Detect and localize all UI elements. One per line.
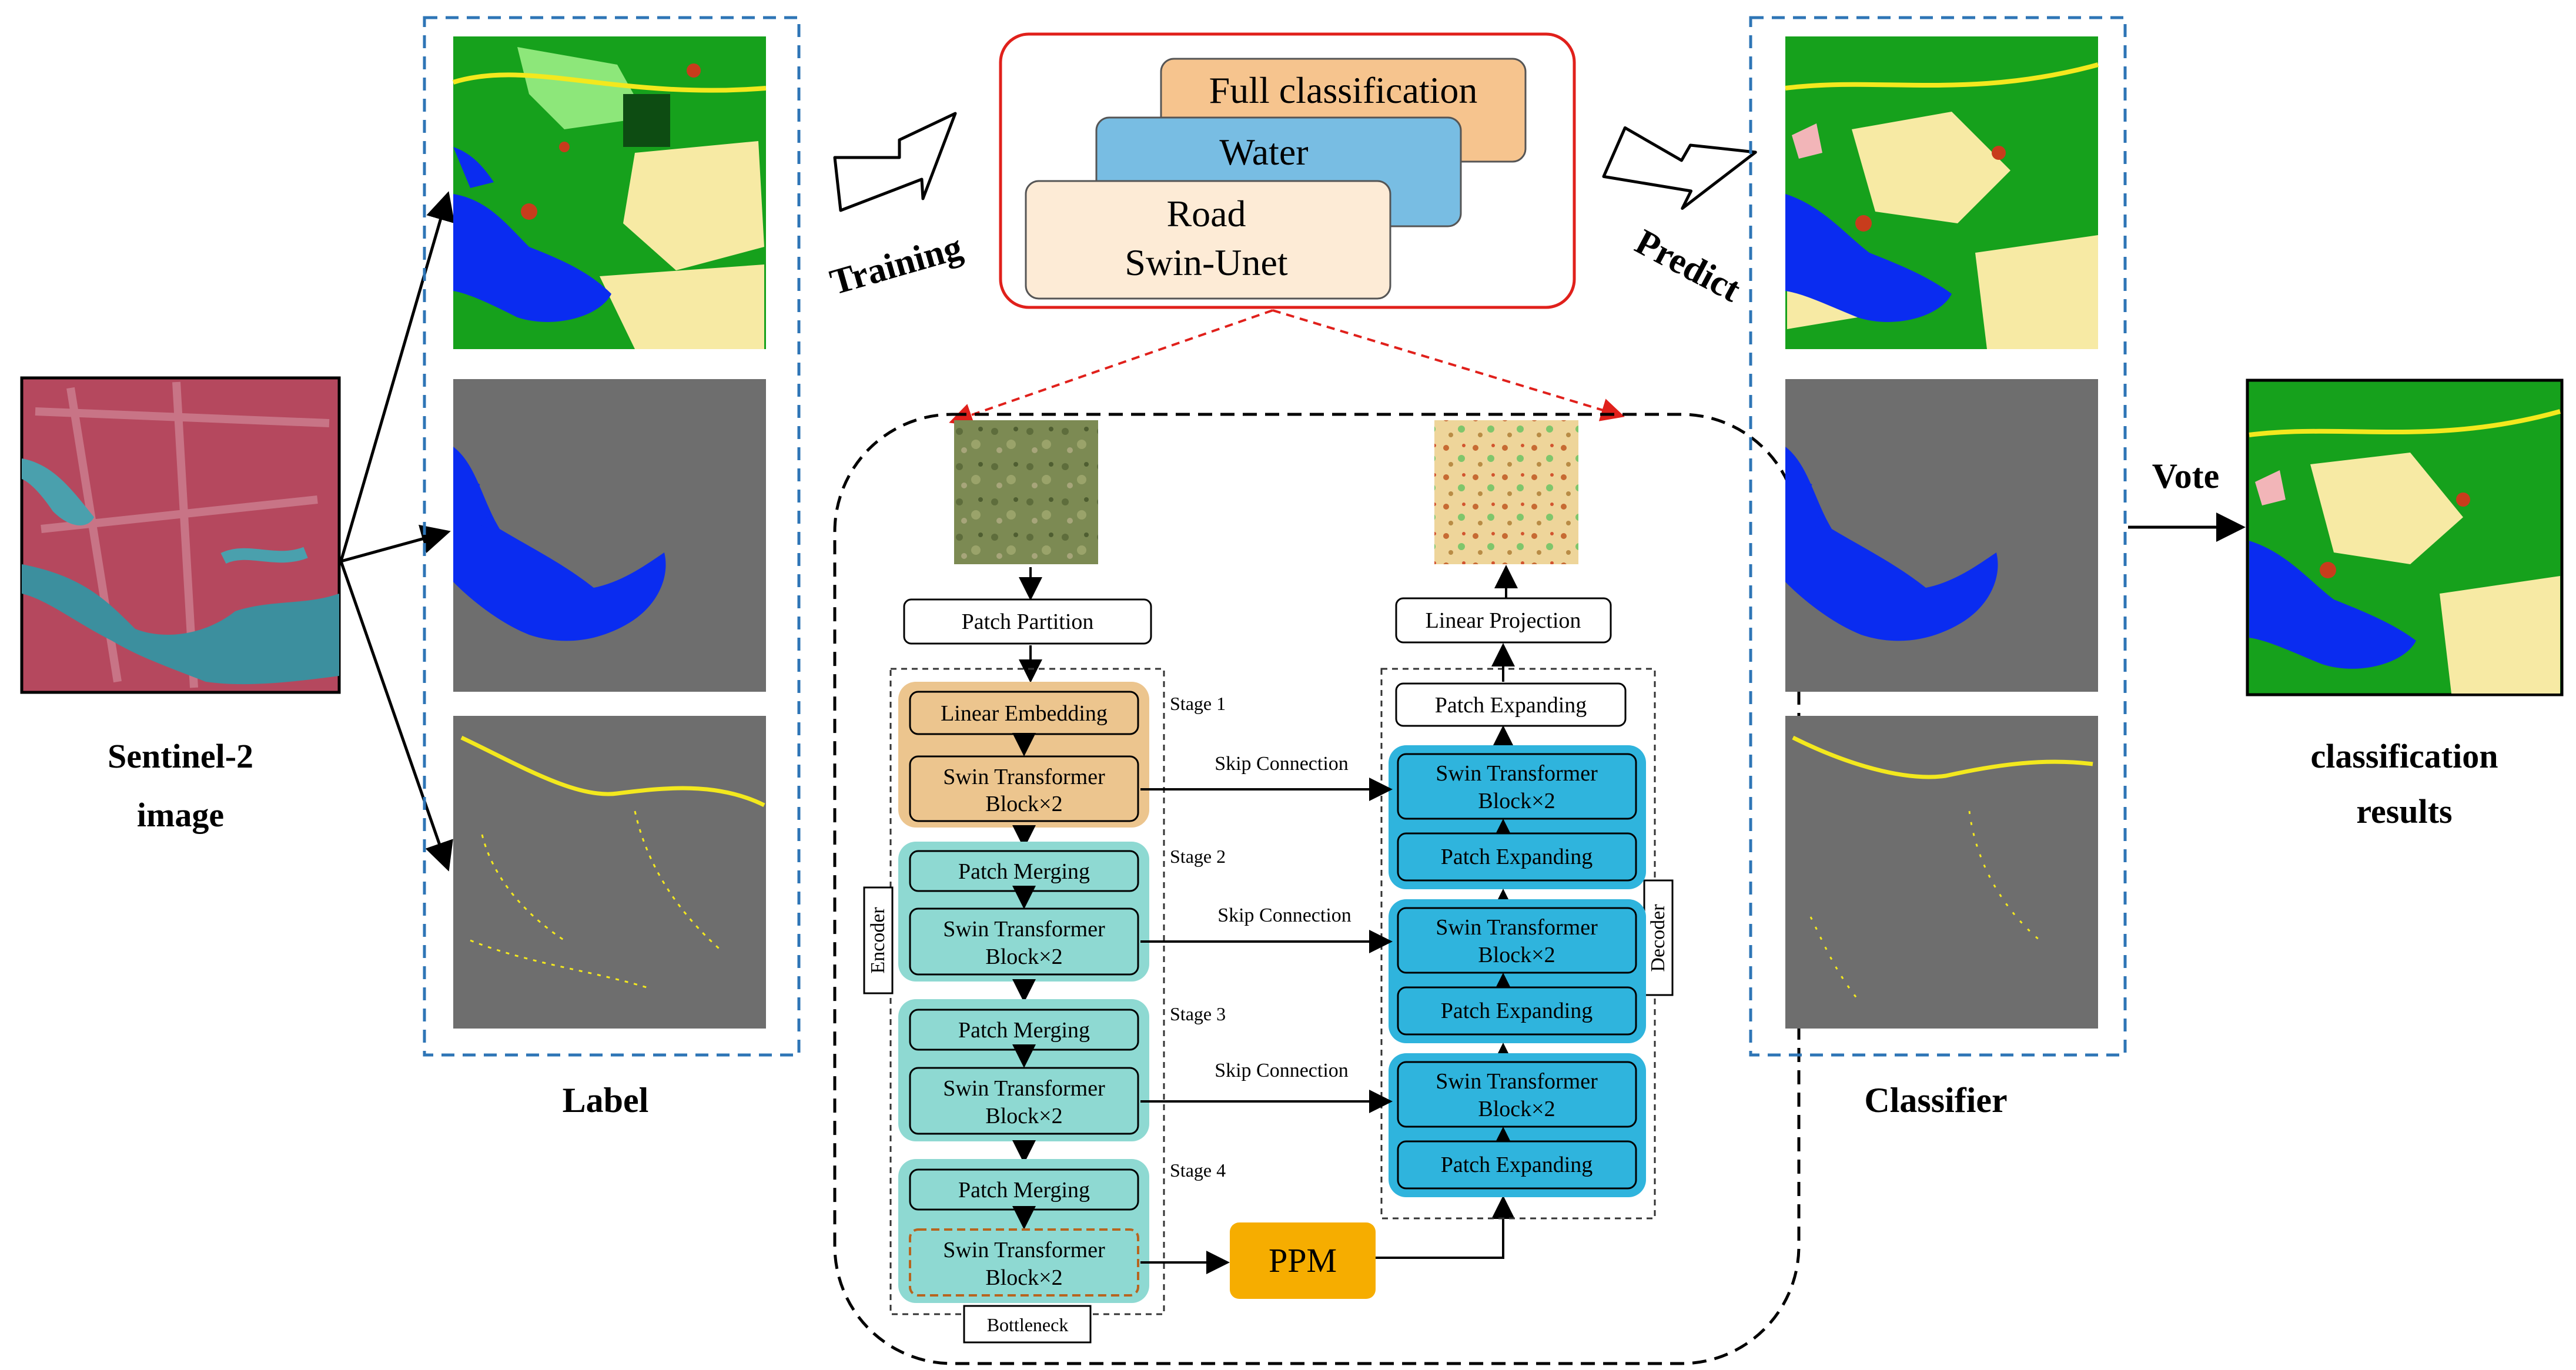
card-swinunet-label: Swin-Unet — [1125, 242, 1288, 283]
skip-connection-3-label: Skip Connection — [1215, 1060, 1349, 1081]
output-caption-line1: classification — [2311, 737, 2498, 775]
card-full-label: Full classification — [1209, 69, 1478, 111]
decoder-tag — [1643, 879, 1674, 996]
stage1-swin-line2: Block×2 — [985, 792, 1062, 816]
decoder2-swin-line1: Swin Transformer — [1436, 915, 1598, 940]
decoder3-swin-line1: Swin Transformer — [1436, 1069, 1598, 1094]
classifier-full-classification-map — [1785, 36, 2099, 349]
bottleneck-swin-box — [909, 1228, 1139, 1297]
stage3-swin-line2: Block×2 — [985, 1104, 1062, 1128]
decoder1-expanding-box — [1397, 832, 1637, 882]
bottleneck-swin-line1: Swin Transformer — [943, 1238, 1105, 1262]
classifier-water-map — [1785, 379, 2098, 692]
patch-partition-box — [903, 598, 1152, 645]
decoder1-swin-line2: Block×2 — [1478, 789, 1555, 813]
classifier-caption: Classifier — [1864, 1081, 2007, 1120]
stage4-label: Stage 4 — [1170, 1160, 1226, 1181]
decoder2-expanding-box — [1397, 986, 1637, 1036]
encoder-label: Encoder — [867, 907, 889, 974]
top-expanding-label: Patch Expanding — [1435, 693, 1587, 718]
stage1-swin-box — [909, 755, 1139, 822]
network-frame — [833, 413, 1801, 1365]
input-caption-line2: image — [137, 796, 224, 834]
arrow-to-full-label — [339, 191, 455, 562]
input-patch-image — [954, 420, 1098, 564]
stage1-swin-line1: Swin Transformer — [943, 765, 1105, 789]
stage3-swin-box — [909, 1067, 1139, 1135]
skip-connection-2-label: Skip Connection — [1217, 905, 1351, 926]
decoder-label: Decoder — [1647, 904, 1669, 972]
decoder1-swin-box — [1397, 753, 1637, 820]
bottleneck-swin-line2: Block×2 — [985, 1265, 1062, 1290]
bottleneck-label: Bottleneck — [987, 1314, 1069, 1335]
patch-partition-label: Patch Partition — [962, 609, 1094, 634]
skip-connection-1-label: Skip Connection — [1215, 753, 1349, 775]
decoder1-expanding-label: Patch Expanding — [1441, 845, 1593, 869]
stage3-label: Stage 3 — [1170, 1003, 1226, 1024]
sentinel-image — [20, 376, 341, 694]
stage3-swin-line1: Swin Transformer — [943, 1076, 1105, 1101]
label-caption: Label — [563, 1081, 649, 1120]
stage2-swin-line2: Block×2 — [985, 944, 1062, 969]
decoder2-swin-line2: Block×2 — [1478, 943, 1555, 967]
decoder2-swin-box — [1397, 907, 1637, 974]
vote-label: Vote — [2152, 457, 2219, 495]
stage1-label: Stage 1 — [1170, 693, 1226, 714]
stage2-label: Stage 2 — [1170, 846, 1226, 867]
output-patch-image — [1434, 420, 1578, 564]
label-water-map — [453, 379, 766, 692]
decoder1-swin-line1: Swin Transformer — [1436, 761, 1598, 786]
expand-arrow-right — [1272, 309, 1625, 421]
expand-arrow-left — [949, 309, 1273, 427]
arrow-to-water-label — [340, 524, 451, 563]
input-caption-line1: Sentinel-2 — [108, 737, 253, 775]
stage4-merging-label: Patch Merging — [958, 1178, 1090, 1202]
bottleneck-tag — [963, 1305, 1092, 1344]
classifier-road-map — [1785, 716, 2098, 1029]
encoder-tag — [863, 886, 894, 994]
stage2-swin-box — [909, 907, 1139, 976]
label-frame — [423, 16, 801, 1057]
decoder3-expanding-box — [1397, 1140, 1637, 1190]
final-classification-map — [2246, 378, 2564, 696]
ppm-label: PPM — [1269, 1241, 1337, 1279]
card-road-label: Road — [1166, 193, 1246, 235]
classifier-frame — [1749, 16, 2127, 1057]
linear-projection-label: Linear Projection — [1426, 608, 1581, 633]
stage2-swin-line1: Swin Transformer — [943, 917, 1105, 942]
decoder3-swin-line2: Block×2 — [1478, 1097, 1555, 1121]
decoder3-expanding-label: Patch Expanding — [1441, 1153, 1593, 1177]
predict-arrow — [1602, 126, 1757, 210]
ppm-box — [1230, 1222, 1376, 1299]
task-cards-frame — [999, 32, 1576, 309]
arrow-ppm-to-decoder — [1376, 1195, 1515, 1259]
label-full-classification-map — [452, 36, 767, 349]
training-arrow — [833, 112, 957, 212]
output-caption-line2: results — [2356, 792, 2452, 830]
predict-label: Predict — [1629, 222, 1747, 310]
linear-projection-box — [1395, 597, 1612, 644]
card-water-label: Water — [1219, 131, 1308, 173]
decoder3-swin-box — [1397, 1061, 1637, 1128]
label-road-map — [453, 716, 766, 1029]
stage2-merging-label: Patch Merging — [958, 859, 1090, 884]
decoder2-expanding-label: Patch Expanding — [1441, 999, 1593, 1023]
arrow-to-road-label — [339, 561, 453, 872]
training-label: Training — [826, 227, 967, 303]
stage3-merging-label: Patch Merging — [958, 1018, 1090, 1043]
linear-embedding-label: Linear Embedding — [941, 701, 1108, 726]
card-road — [1025, 180, 1391, 300]
